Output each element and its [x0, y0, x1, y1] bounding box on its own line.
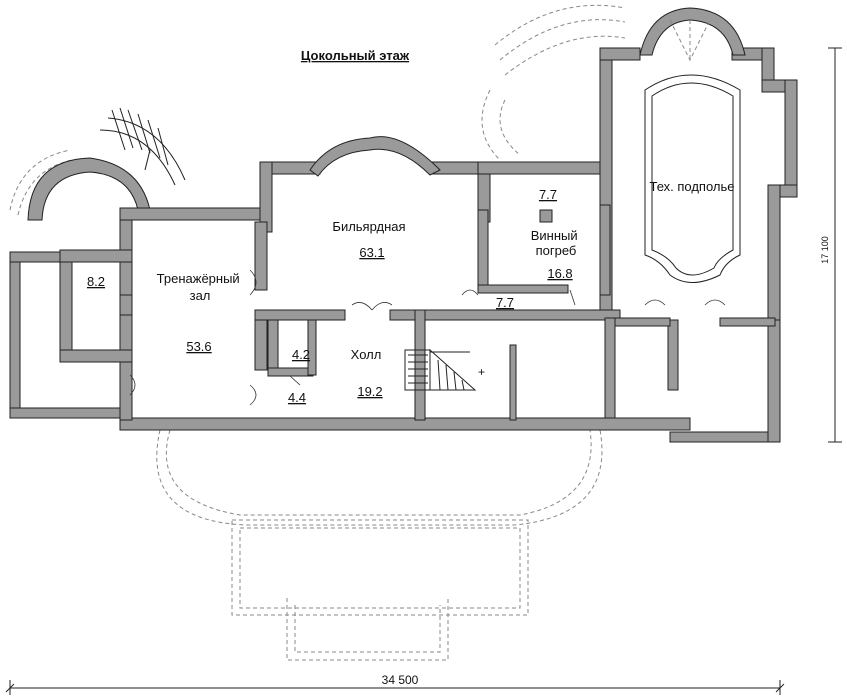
- exterior-walls: [9, 7, 798, 443]
- gym-area: 53.6: [186, 339, 211, 354]
- wine-label: Винный погреб: [531, 228, 582, 258]
- width-dimension: 34 500: [5, 673, 785, 695]
- width-dimension-label: 34 500: [382, 673, 419, 687]
- room-8-2-area: 8.2: [87, 274, 105, 289]
- hall-area: 19.2: [357, 384, 382, 399]
- room-4-2-area: 4.2: [292, 347, 310, 362]
- room-4-4-area: 4.4: [288, 390, 306, 405]
- hall-stair: +: [404, 348, 485, 391]
- room-7-7-upper-area: 7.7: [539, 187, 557, 202]
- wine-label-line1: Винный: [531, 228, 578, 243]
- svg-text:+: +: [478, 365, 485, 379]
- hall-label: Холл: [351, 347, 382, 362]
- outdoor-stair-outline: [481, 4, 626, 161]
- billiard-label: Бильярдная: [332, 219, 405, 234]
- tech-subfloor-outline: [644, 19, 741, 283]
- tech-subfloor-label: Тех. подполье: [649, 179, 734, 194]
- height-dimension: 17 100: [820, 47, 842, 443]
- billiard-area: 63.1: [359, 245, 384, 260]
- terrace-outline: [156, 429, 603, 661]
- height-dimension-label: 17 100: [820, 236, 830, 264]
- gym-label-line2: зал: [190, 288, 211, 303]
- room-labels: 8.2 Тренажёрный зал 53.6 Бильярдная 63.1…: [87, 179, 735, 405]
- gym-label: Тренажёрный зал: [157, 271, 244, 303]
- wine-area: 16.8: [547, 266, 572, 281]
- doors: [129, 269, 726, 406]
- plan-title: Цокольный этаж: [301, 48, 410, 63]
- room-7-7-lower-area: 7.7: [496, 295, 514, 310]
- wine-label-line2: погреб: [536, 243, 577, 258]
- gym-label-line1: Тренажёрный: [157, 271, 240, 286]
- interior-walls: [59, 204, 776, 421]
- left-stair-tower: [9, 107, 186, 221]
